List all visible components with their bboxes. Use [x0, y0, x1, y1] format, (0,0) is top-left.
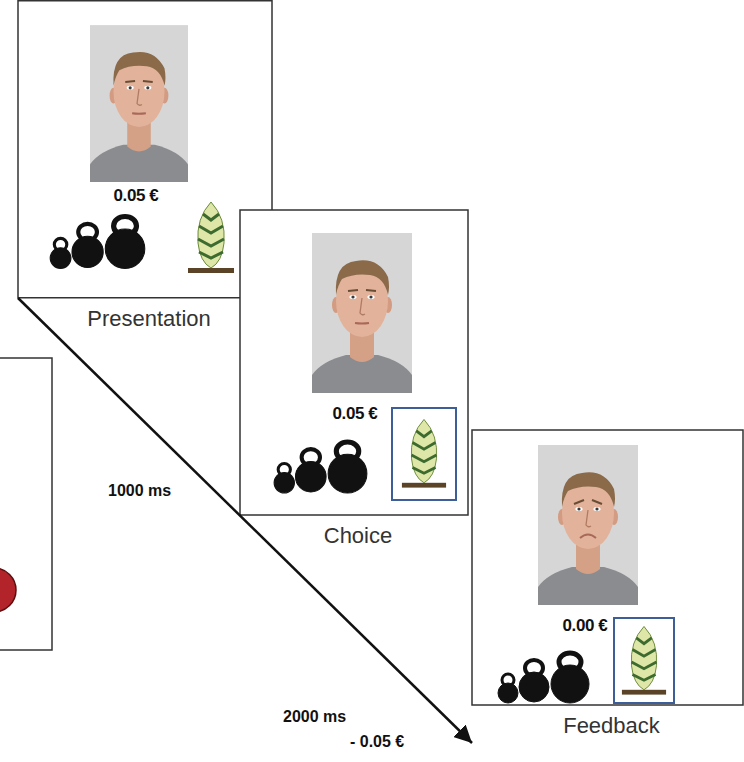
timing-label: - 0.05 € [350, 733, 404, 751]
reward-amount: 0.05 € [333, 404, 378, 424]
screen-panel: 0.00 € Feedback [472, 430, 744, 743]
timing-label: 1000 ms [108, 482, 171, 500]
timeline-arrow [18, 298, 472, 743]
timing-label: 2000 ms [283, 708, 346, 726]
phase-heading: Choice [240, 523, 476, 549]
reward-amount: 0.00 € [563, 616, 608, 636]
phase-heading: Feedback [472, 713, 744, 739]
reward-amount: 0.05 € [114, 186, 159, 206]
phase-heading: Presentation [18, 306, 280, 332]
screen-panel: 0.05 € Presentation [18, 0, 280, 336]
screen-panel: 0.05 € Choice [240, 210, 476, 553]
